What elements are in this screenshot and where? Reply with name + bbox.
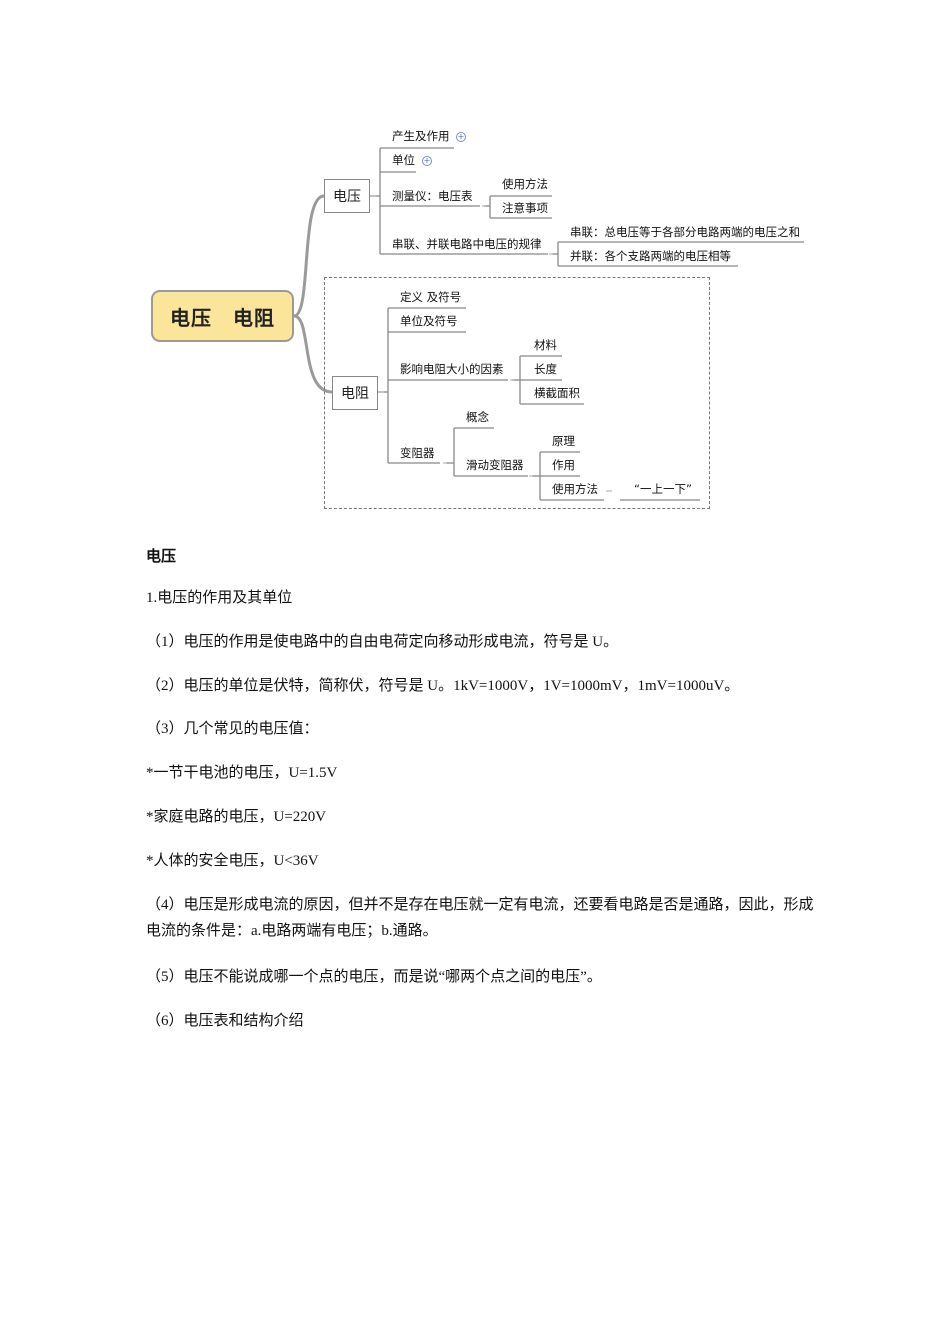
slider-usage-rule-item[interactable]: “一上一下” — [634, 482, 692, 496]
parallel-rule-item[interactable]: 并联：各个支路两端的电压相等 — [570, 249, 731, 263]
resistance-factors-item[interactable]: 影响电阻大小的因素 — [400, 362, 504, 376]
resistance-node[interactable]: 电阻 — [332, 376, 378, 410]
doc-paragraph: *家庭电路的电压，U=220V — [146, 809, 327, 825]
voltage-generation-item[interactable]: 产生及作用 — [392, 129, 450, 143]
doc-paragraph: （5）电压不能说成哪一个点的电压，而是说“哪两个点之间的电压”。 — [146, 969, 602, 985]
meter-usage-item[interactable]: 使用方法 — [502, 177, 548, 191]
voltage-rule-item[interactable]: 串联、并联电路中电压的规律 — [392, 237, 542, 251]
series-rule-item[interactable]: 串联：总电压等于各部分电路两端的电压之和 — [570, 225, 800, 239]
doc-paragraph: （1）电压的作用是使电路中的自由电荷定向移动形成电流，符号是 U。 — [146, 634, 619, 650]
section-heading: 电压 — [146, 547, 177, 565]
resistance-definition-item[interactable]: 定义 及符号 — [400, 290, 462, 304]
doc-paragraph: （4）电压是形成电流的原因，但并不是存在电压就一定有电流，还要看电路是否是通路，… — [146, 897, 814, 939]
doc-paragraph: （2）电压的单位是伏特，简称伏，符号是 U。1kV=1000V，1V=1000m… — [146, 678, 740, 694]
doc-paragraph: 1.电压的作用及其单位 — [146, 590, 293, 606]
factor-area-item[interactable]: 横截面积 — [534, 386, 580, 400]
voltage-unit-item[interactable]: 单位 — [392, 153, 415, 167]
plus-circle-icon[interactable]: + — [456, 132, 466, 142]
mindmap-root-node[interactable]: 电压 电阻 — [151, 290, 294, 342]
voltage-meter-item[interactable]: 测量仪：电压表 — [392, 189, 473, 203]
slider-principle-item[interactable]: 原理 — [552, 434, 575, 448]
slider-usage-item[interactable]: 使用方法 — [552, 482, 598, 496]
voltage-node[interactable]: 电压 — [324, 179, 370, 213]
rheostat-concept-item[interactable]: 概念 — [466, 410, 489, 424]
slider-function-item[interactable]: 作用 — [552, 458, 575, 472]
mindmap-connectors — [293, 147, 804, 501]
meter-notes-item[interactable]: 注意事项 — [502, 201, 548, 215]
resistance-unit-item[interactable]: 单位及符号 — [400, 314, 458, 328]
resistance-group-frame — [324, 277, 710, 509]
doc-paragraph: （6）电压表和结构介绍 — [146, 1013, 304, 1029]
doc-paragraph: *人体的安全电压，U<36V — [146, 853, 319, 869]
factor-length-item[interactable]: 长度 — [534, 362, 557, 376]
factor-material-item[interactable]: 材料 — [534, 338, 557, 352]
rheostat-item[interactable]: 变阻器 — [400, 446, 435, 460]
slider-rheostat-item[interactable]: 滑动变阻器 — [466, 458, 524, 472]
plus-circle-icon[interactable]: + — [422, 156, 432, 166]
doc-paragraph: *一节干电池的电压，U=1.5V — [146, 765, 338, 781]
doc-paragraph: （3）几个常见的电压值： — [146, 721, 319, 737]
